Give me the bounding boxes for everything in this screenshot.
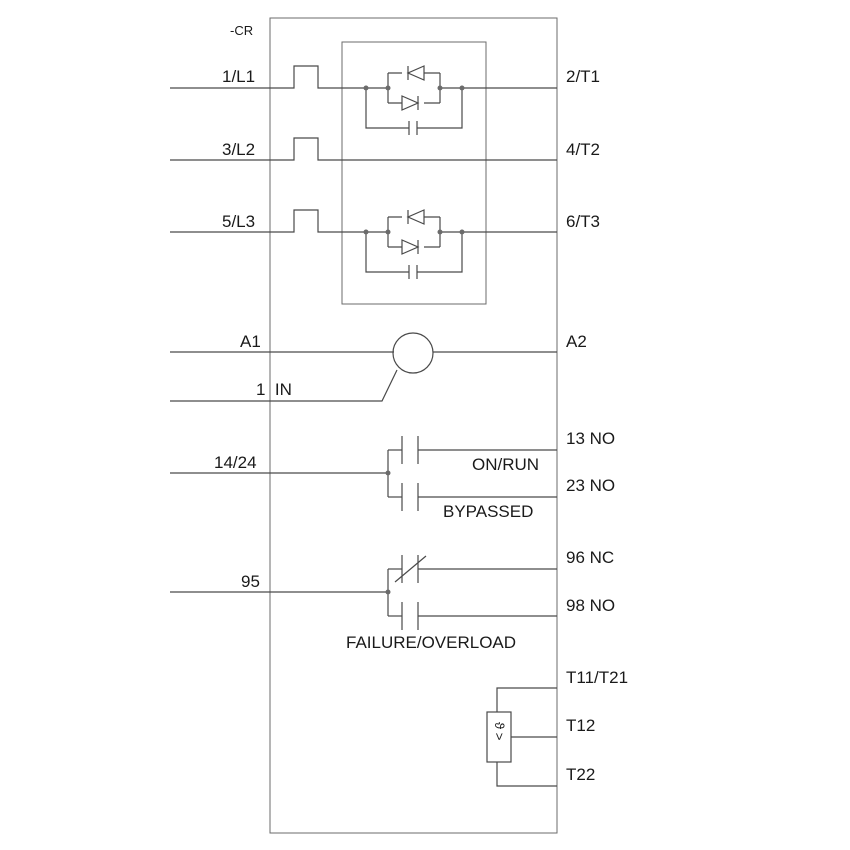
phase-l3: 5/L3 6/T3: [170, 209, 600, 279]
terminal-l2: 3/L2: [222, 140, 255, 159]
label-on-run: ON/RUN: [472, 455, 539, 474]
terminal-14-24: 14/24: [214, 453, 257, 472]
terminal-a1: A1: [240, 332, 261, 351]
thermistor-circuit: ϑ > T11/T21 T12 T22: [486, 668, 628, 787]
label-bypassed: BYPASSED: [443, 502, 533, 521]
terminal-t22: T22: [566, 765, 595, 784]
terminal-l1: 1/L1: [222, 67, 255, 86]
terminal-in: 1 IN: [256, 380, 292, 399]
terminal-t11-t21: T11/T21: [566, 668, 628, 687]
label-failure-overload: FAILURE/OVERLOAD: [346, 633, 516, 652]
device-tag: -CR: [230, 23, 253, 38]
thyristor-pair-l3: [363, 209, 465, 279]
phase-l2: 3/L2 4/T2: [170, 137, 600, 161]
terminal-t12: T12: [566, 716, 595, 735]
terminal-a2: A2: [566, 332, 587, 351]
terminal-l3: 5/L3: [222, 212, 255, 231]
control-coil-icon: [392, 332, 434, 374]
terminal-t3: 6/T3: [566, 212, 600, 231]
thyristor-pair-l1: [363, 65, 465, 135]
terminal-t1: 2/T1: [566, 67, 600, 86]
terminal-t2: 4/T2: [566, 140, 600, 159]
device-frame: [269, 17, 558, 834]
terminal-23-no: 23 NO: [566, 476, 615, 495]
failure-contacts: 95 96 NC 98 NO FAILURE/OVERLOAD: [170, 548, 615, 652]
terminal-98-no: 98 NO: [566, 596, 615, 615]
aux-contacts-no: 14/24 13 NO 23 NO ON/RUN BYPASSED: [170, 429, 615, 521]
phase-l1: 1/L1 2/T1: [170, 65, 600, 135]
control-circuit: A1 A2 1 IN: [170, 332, 587, 402]
thermistor-symbol: ϑ >: [492, 722, 507, 740]
terminal-96-nc: 96 NC: [566, 548, 614, 567]
semiconductor-block: [341, 41, 487, 305]
terminal-13-no: 13 NO: [566, 429, 615, 448]
terminal-95: 95: [241, 572, 260, 591]
